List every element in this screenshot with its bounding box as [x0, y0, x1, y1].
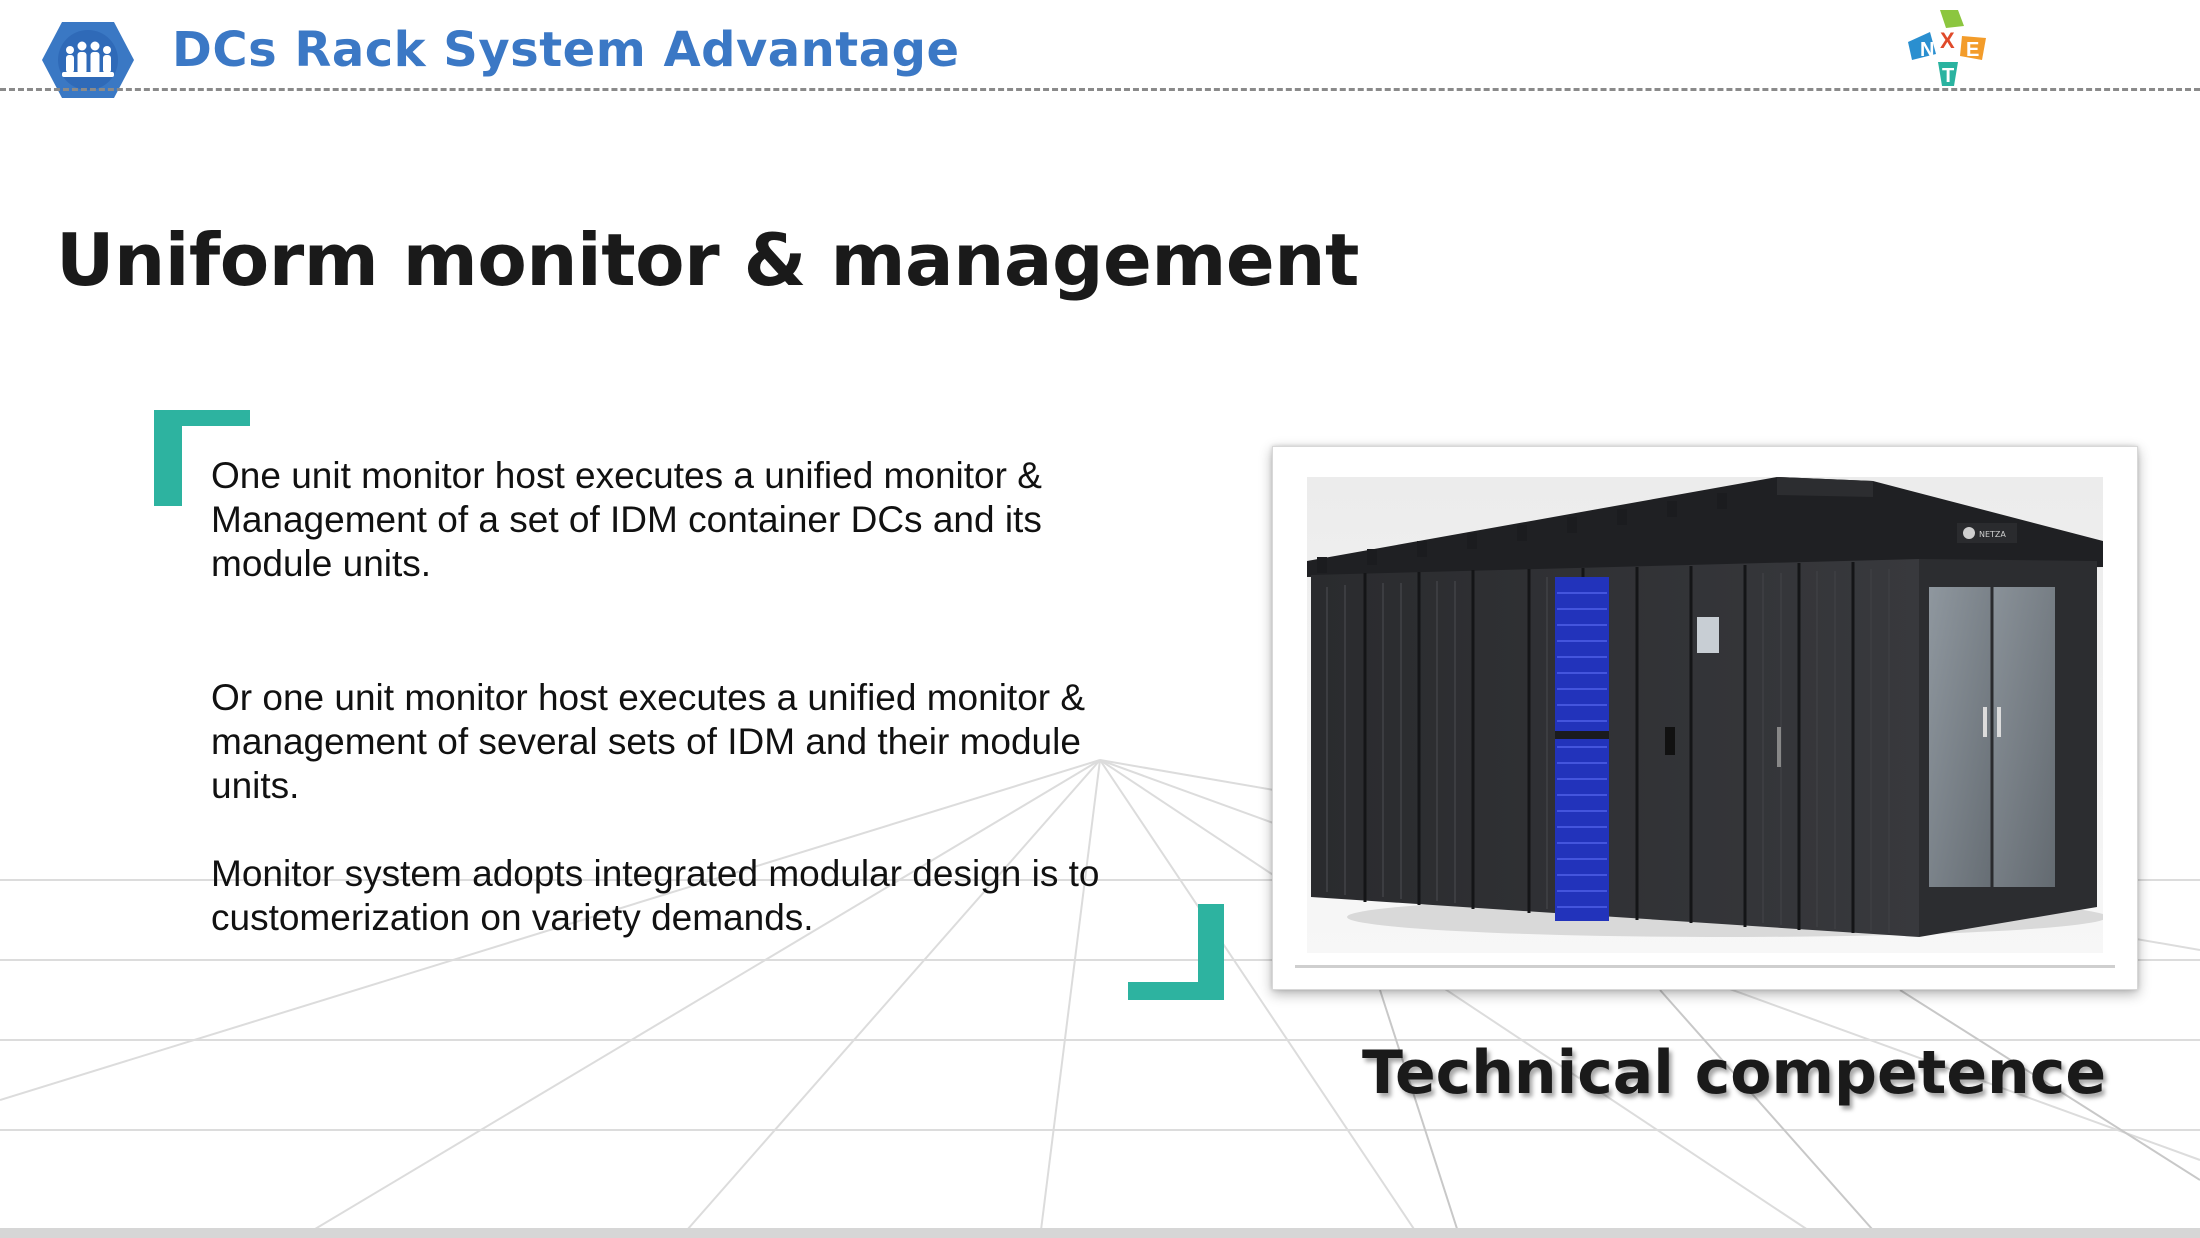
- paragraph-modular-design: Monitor system adopts integrated modular…: [211, 853, 1100, 938]
- svg-text:X: X: [1940, 28, 1955, 53]
- team-people-hexagon-icon: [42, 22, 134, 98]
- nxet-logo-icon: N X E T: [1908, 10, 1986, 87]
- svg-text:T: T: [1942, 65, 1954, 87]
- header-title: DCs Rack System Advantage: [172, 22, 960, 78]
- paragraph-unified-monitor: One unit monitor host executes a unified…: [211, 455, 1042, 584]
- cabinet-badge: NETZA: [1979, 530, 2006, 539]
- container-data-center-rack-photo: NETZA: [1307, 477, 2103, 953]
- page-title: Uniform monitor & management: [56, 218, 1359, 302]
- slide-header: DCs Rack System Advantage N X E T: [0, 0, 2200, 100]
- product-photo-frame: NETZA: [1272, 446, 2138, 990]
- corner-bracket-top-left: [154, 410, 250, 506]
- photo-underline: [1295, 965, 2115, 968]
- svg-text:N: N: [1920, 39, 1934, 61]
- bottom-edge-bar: [0, 1228, 2200, 1238]
- svg-text:E: E: [1966, 39, 1979, 61]
- corner-bracket-bottom-right: [1128, 904, 1224, 1000]
- header-dashed-divider: [0, 88, 2200, 91]
- technical-competence-caption: Technical competence: [1362, 1038, 2107, 1108]
- paragraph-several-sets: Or one unit monitor host executes a unif…: [211, 677, 1086, 806]
